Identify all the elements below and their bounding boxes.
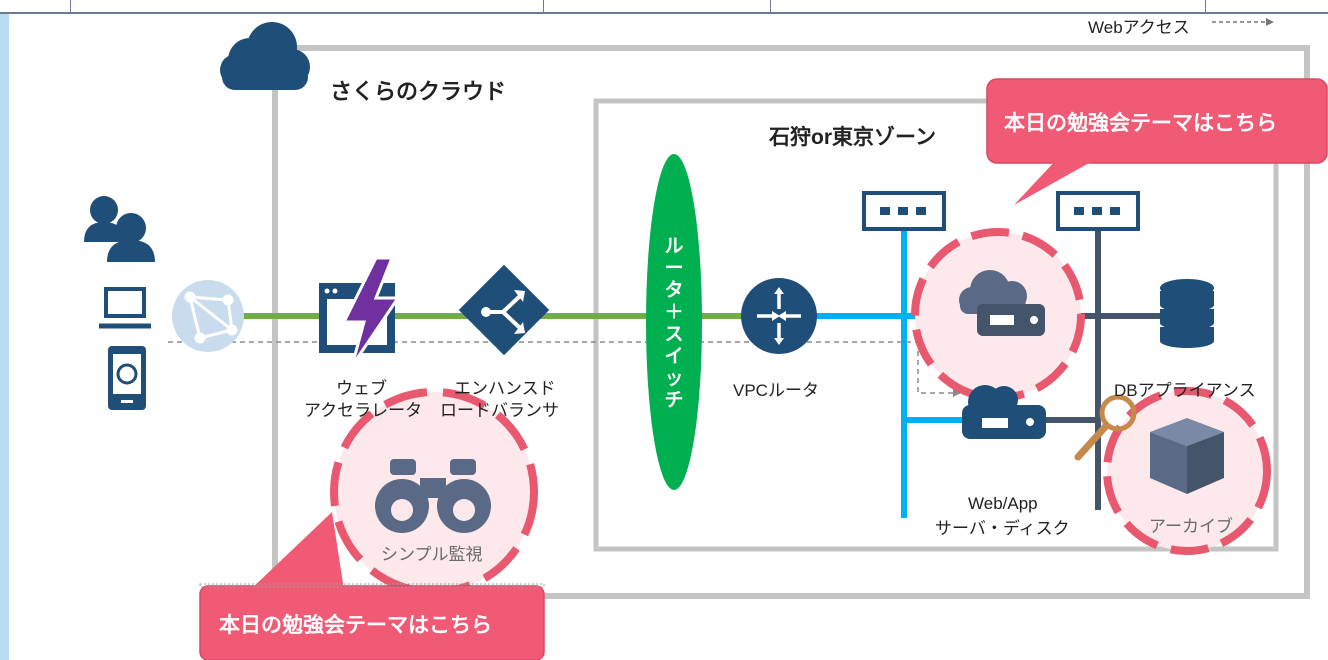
cloud-server-icon bbox=[959, 270, 1045, 336]
archive-box-icon bbox=[1150, 418, 1224, 494]
web-accelerator-icon bbox=[319, 256, 401, 367]
mobile-icon bbox=[108, 346, 146, 410]
users-icon bbox=[84, 196, 155, 262]
callout-top-pointer bbox=[1014, 158, 1098, 205]
router-switch-label: ルータ＋スイッチ bbox=[664, 236, 684, 411]
callout-bottom-pointer bbox=[250, 512, 344, 590]
web-app-label-2: サーバ・ディスク bbox=[935, 519, 1070, 538]
sakura-cloud-boundary bbox=[272, 45, 1310, 599]
callout-bottom-box bbox=[199, 585, 545, 660]
binoculars-icon bbox=[375, 459, 491, 533]
load-balancer-label-2: ロードバランサ bbox=[440, 401, 559, 420]
switch-icon-right bbox=[1056, 191, 1140, 231]
database-icon bbox=[1160, 279, 1214, 348]
callout-bottom-text: 本日の勉強会テーマはこちら bbox=[219, 614, 492, 637]
web-app-label-1: Web/App bbox=[968, 494, 1038, 513]
vpc-router-label: VPCルータ bbox=[733, 381, 819, 400]
web-accelerator-label-1: ウェブ bbox=[336, 379, 387, 398]
web-accelerator-label-2: アクセラレータ bbox=[304, 401, 423, 420]
router-switch-ellipse bbox=[646, 154, 702, 490]
callout-top-text: 本日の勉強会テーマはこちら bbox=[1004, 112, 1277, 135]
cloud-icon bbox=[220, 22, 310, 90]
simple-monitor-label: シンプル監視 bbox=[381, 545, 483, 564]
vpc-router-icon bbox=[741, 278, 817, 354]
load-balancer-icon bbox=[458, 264, 550, 356]
db-appliance-label: DBアプライアンス bbox=[1114, 381, 1256, 400]
load-balancer-label-1: エンハンスド bbox=[454, 379, 556, 398]
switch-icon-left bbox=[862, 191, 946, 231]
zone-boundary bbox=[593, 98, 1279, 552]
callout-top-box bbox=[986, 78, 1328, 164]
zone-label: 石狩or東京ゾーン bbox=[769, 126, 936, 149]
sakura-cloud-label: さくらのクラウド bbox=[330, 79, 507, 104]
internet-globe-icon bbox=[172, 280, 244, 352]
left-edge-bar bbox=[0, 0, 9, 660]
archive-label: アーカイブ bbox=[1149, 517, 1233, 536]
server-icon bbox=[962, 385, 1046, 439]
legend-web-access: Webアクセス bbox=[1088, 18, 1190, 37]
magnifier-icon bbox=[1074, 394, 1137, 461]
laptop-icon bbox=[99, 287, 151, 329]
top-table-border bbox=[0, 0, 1328, 14]
